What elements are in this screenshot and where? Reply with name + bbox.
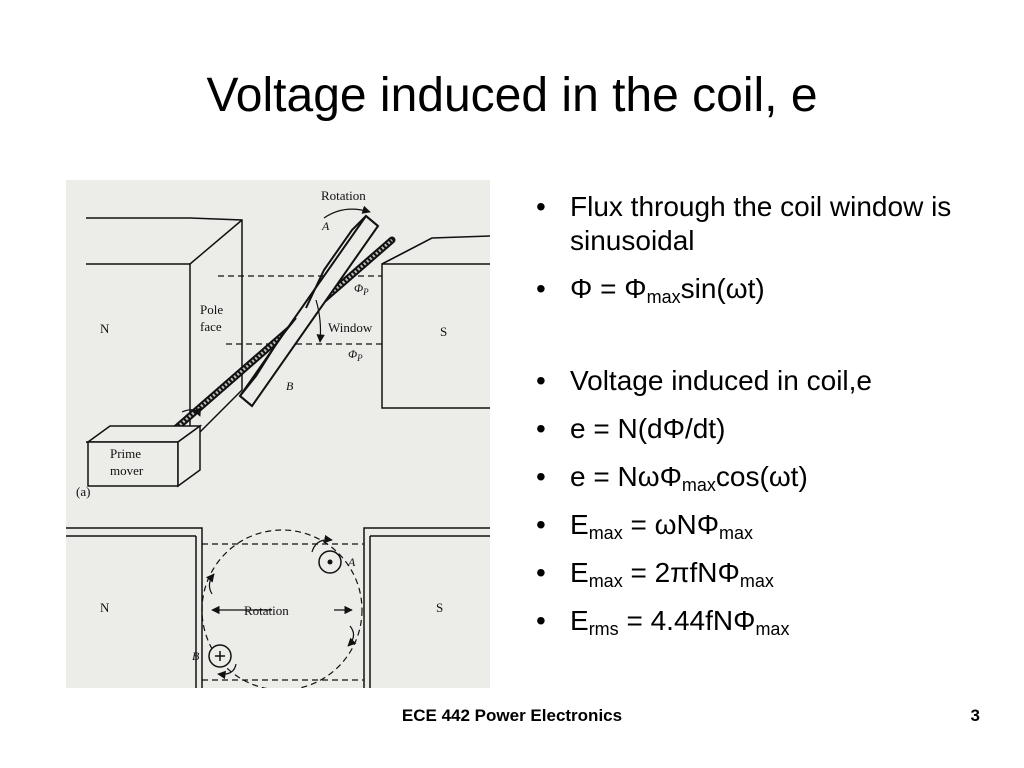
bullet-text: cos(ωt): [715, 461, 808, 492]
pole-s-block-b: [363, 527, 490, 688]
label-window: Window: [328, 320, 373, 335]
coil-side-b-cross-icon: [208, 644, 237, 680]
rotation-path: [201, 529, 363, 688]
label-rotation: Rotation: [321, 188, 366, 203]
label-pole-n-a: N: [100, 321, 110, 336]
bullet-subscript: max: [719, 523, 754, 543]
bullet-subscript: max: [588, 571, 623, 591]
bullet-text: e = N(dΦ/dt): [570, 413, 726, 444]
label-phi-p-bottom: ΦP: [348, 347, 363, 363]
label-coil-side-b: B: [286, 379, 294, 393]
bullet-text: = 4.44fNΦ: [618, 605, 756, 636]
label-pole-s-a: S: [440, 324, 447, 339]
bullet-text: Voltage induced in coil,e: [570, 365, 872, 396]
prime-mover-box: [85, 424, 203, 488]
bullet-item: Erms = 4.44fNΦmax: [530, 604, 1000, 638]
generator-diagram: Rotation A ΦP Pole face Window ΦP N S B …: [66, 180, 490, 688]
rotation-arrow-lower-right-icon: [347, 625, 357, 647]
label-coil-side-b-b: B: [192, 649, 200, 663]
bullet-item: Voltage induced in coil,e: [530, 364, 1000, 398]
bullet-item: Flux through the coil window is sinusoid…: [530, 190, 1000, 258]
bullet-subscript: max: [588, 523, 623, 543]
coil-side-a-dot-icon: [311, 534, 342, 574]
coil-loop: [238, 214, 380, 408]
label-pole-n-b: N: [100, 600, 110, 615]
label-prime-mover-1: Prime: [110, 446, 141, 461]
bullet-text: e = NωΦ: [570, 461, 682, 492]
label-pole-face-1: Pole: [200, 302, 223, 317]
bullet-text: = 2πfNΦ: [622, 557, 740, 588]
label-phi-p-top: ΦP: [354, 281, 369, 297]
bullet-text: Φ = Φ: [570, 273, 647, 304]
label-pole-face-2: face: [200, 319, 222, 334]
flux-lines-b: [202, 543, 364, 681]
label-coil-side-a-b: A: [347, 555, 356, 569]
rotation-arrow-upper-left-icon: [205, 573, 215, 595]
label-rotation-b: Rotation: [244, 603, 289, 618]
window-arrow-icon: [315, 299, 325, 343]
label-coil-side-a: A: [321, 219, 330, 233]
bullet-text: sin(ωt): [680, 273, 765, 304]
pole-n-block-b: [66, 527, 203, 688]
label-pole-s-b: S: [436, 600, 443, 615]
slide-title: Voltage induced in the coil, e: [206, 69, 818, 122]
label-prime-mover-2: mover: [110, 463, 144, 478]
generator-diagram-svg: Rotation A ΦP Pole face Window ΦP N S B …: [66, 188, 490, 688]
bullet-text: E: [570, 509, 589, 540]
bullet-item: Emax = ωNΦmax: [530, 508, 1000, 542]
bullet-subscript: rms: [588, 619, 619, 639]
bullet-item: Φ = Φmaxsin(ωt): [530, 272, 1000, 306]
bullet-item: Emax = 2πfNΦmax: [530, 556, 1000, 590]
pole-s-block: [381, 235, 490, 409]
flux-lines: [218, 275, 382, 345]
label-figure-a-caption: (a): [76, 484, 90, 499]
bullet-text: E: [570, 605, 589, 636]
bullet-text: Flux through the coil window is sinusoid…: [570, 191, 952, 256]
rotation-arrow-icon: [323, 205, 371, 219]
footer-text: ECE 442 Power Electronics: [401, 706, 623, 725]
bullet-list: Flux through the coil window is sinusoid…: [530, 190, 1000, 652]
bullet-item: e = NωΦmaxcos(ωt): [530, 460, 1000, 494]
bullet-text: E: [570, 557, 589, 588]
bullet-item: e = N(dΦ/dt): [530, 412, 1000, 446]
bullet-subscript: max: [681, 475, 716, 495]
page-number: 3: [970, 706, 980, 725]
bullet-subscript: max: [646, 287, 681, 307]
bullet-subscript: max: [755, 619, 790, 639]
shaft-rotation-arrow-icon: [181, 407, 202, 417]
bullet-text: = ωNΦ: [622, 509, 720, 540]
bullet-subscript: max: [739, 571, 774, 591]
